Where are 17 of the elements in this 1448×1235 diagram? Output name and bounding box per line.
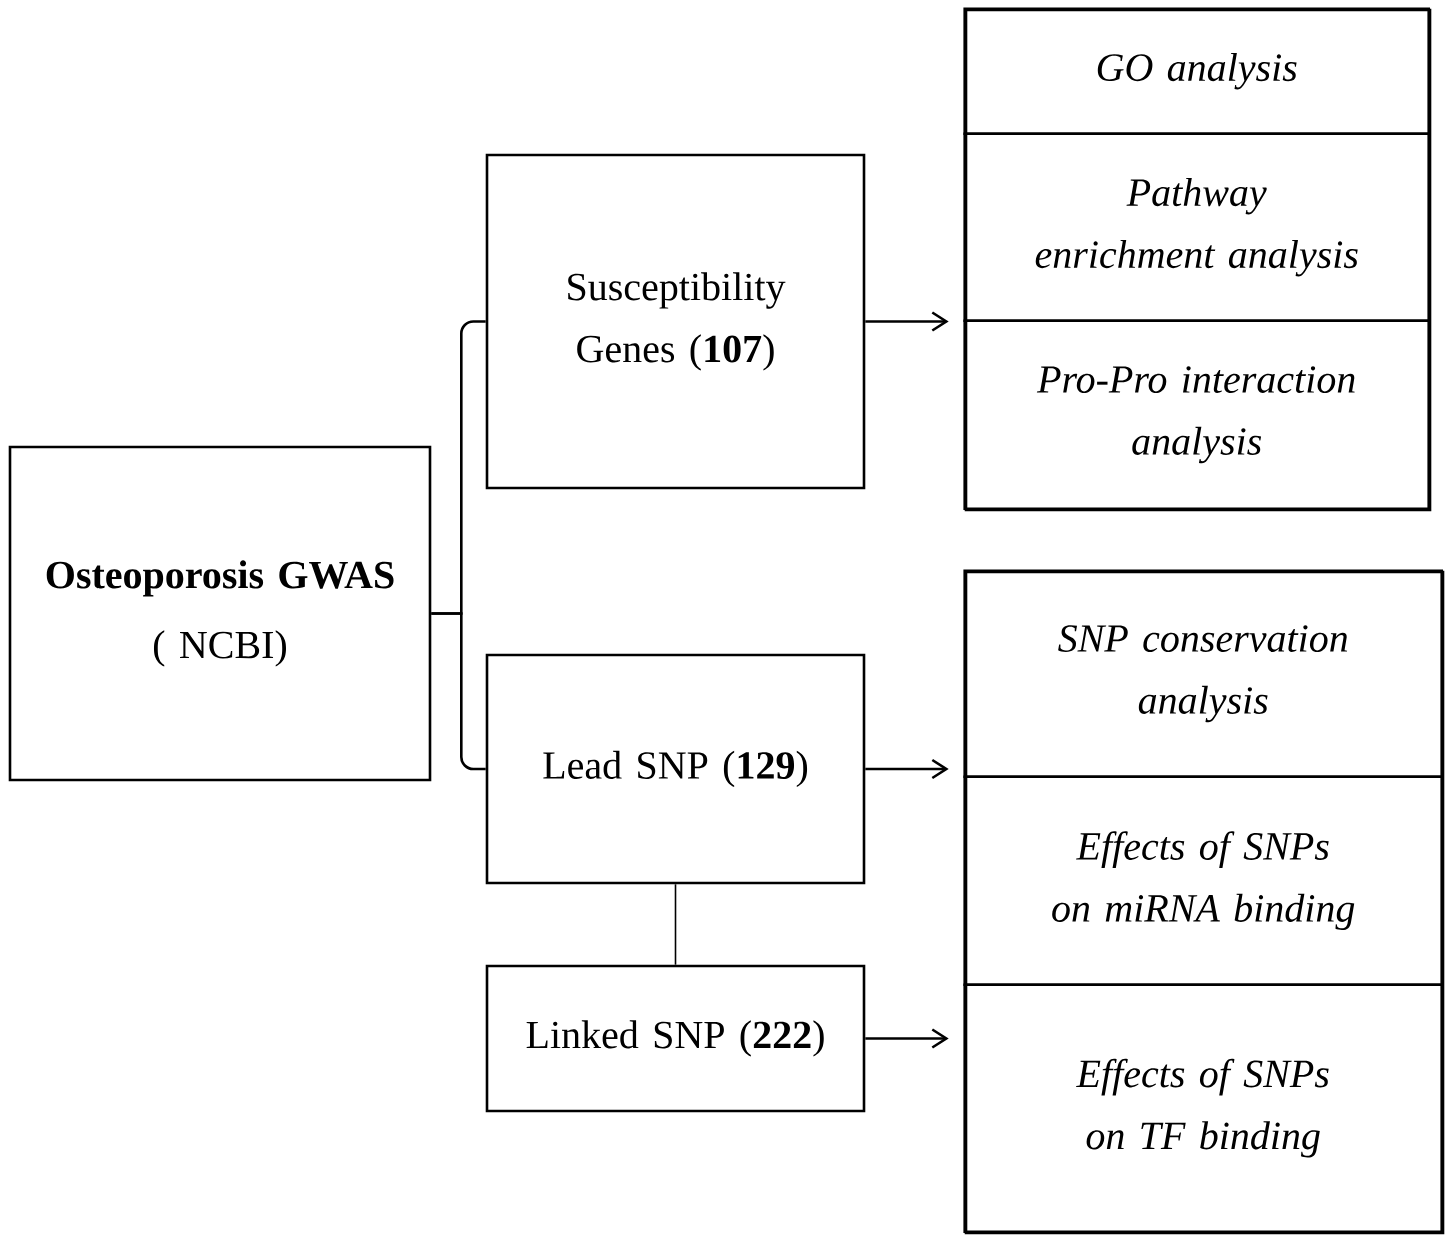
analysis-cell: SNP conservation analysis bbox=[963, 569, 1443, 778]
arrow bbox=[865, 1028, 949, 1049]
bracket-connector bbox=[431, 612, 486, 771]
analysis-cell: Effects of SNPs on TF binding bbox=[963, 983, 1443, 1233]
stack-box bbox=[964, 570, 1445, 1235]
analysis-cell: GO analysis bbox=[963, 7, 1430, 135]
stack-box bbox=[964, 8, 1432, 512]
connector-line bbox=[674, 883, 677, 966]
process-box: Susceptibility Genes (107) bbox=[485, 153, 866, 490]
analysis-cell: Pathway enrichment analysis bbox=[963, 132, 1430, 322]
analysis-cell: Effects of SNPs on miRNA binding bbox=[963, 775, 1443, 986]
analysis-cell: Pro-Pro interaction analysis bbox=[963, 319, 1430, 510]
arrow bbox=[865, 758, 949, 780]
arrow bbox=[865, 311, 949, 332]
source-box: Osteoporosis GWAS ( NCBI) bbox=[8, 445, 432, 782]
process-box: Linked SNP (222) bbox=[485, 964, 866, 1113]
process-box: Lead SNP (129) bbox=[485, 653, 866, 885]
